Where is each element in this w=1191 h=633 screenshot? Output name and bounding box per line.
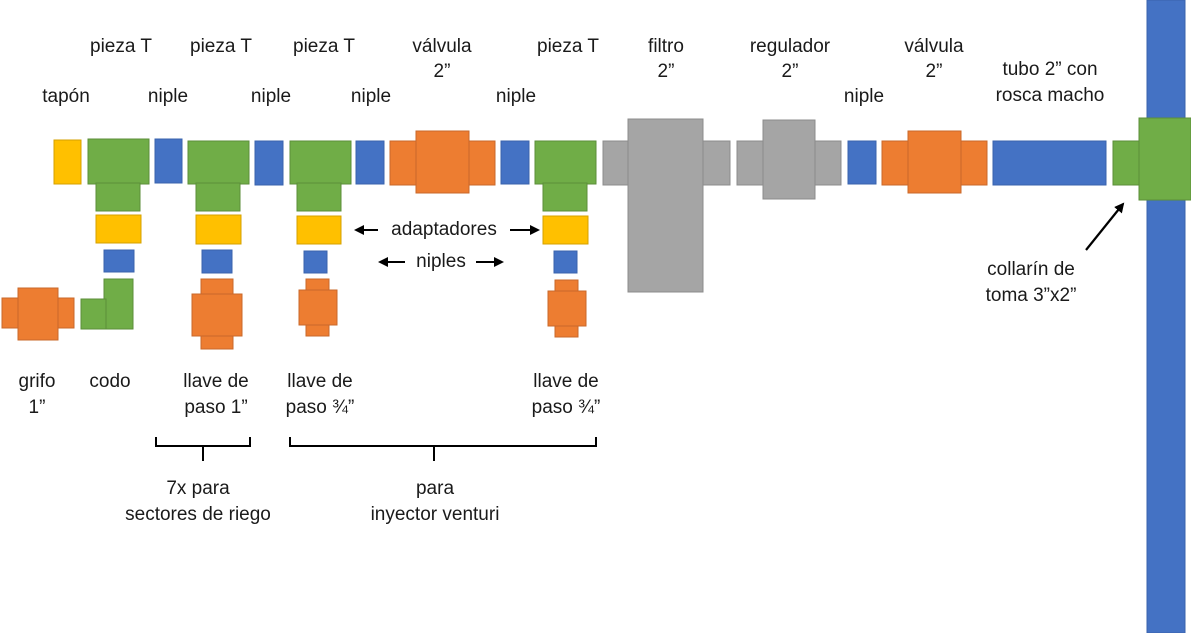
label-tapon: tapón bbox=[42, 86, 90, 107]
nipple-5 bbox=[847, 140, 877, 185]
label-pieza-t-4: pieza T bbox=[537, 36, 599, 57]
nipple-1 bbox=[154, 138, 183, 184]
threaded-pipe bbox=[992, 140, 1107, 186]
regulator-body bbox=[762, 119, 816, 200]
label-sectores-line1: 7x para bbox=[166, 478, 230, 499]
label-pieza-t-1: pieza T bbox=[90, 36, 152, 57]
collar-neck bbox=[1112, 140, 1142, 186]
nipple-2 bbox=[254, 140, 284, 186]
tapon-cap bbox=[53, 139, 82, 185]
label-valvula-1-line2: 2” bbox=[433, 61, 451, 82]
label-pieza-t-3: pieza T bbox=[293, 36, 355, 57]
gate-valve-1in-body bbox=[191, 293, 243, 337]
label-venturi-line1: para bbox=[415, 478, 455, 499]
label-llave-1-line1: llave de bbox=[183, 371, 249, 392]
label-llave-3-line1: llave de bbox=[533, 371, 599, 392]
adapter-2 bbox=[195, 214, 242, 245]
tee-3-top bbox=[289, 140, 352, 185]
filter-body bbox=[627, 118, 704, 293]
label-regulador-line2: 2” bbox=[781, 61, 799, 82]
elbow-vertical bbox=[103, 278, 134, 330]
bracket-venturi bbox=[289, 437, 597, 461]
label-codo: codo bbox=[89, 371, 131, 392]
nipple-branch-3 bbox=[303, 250, 328, 274]
label-niple-2: niple bbox=[250, 86, 292, 107]
label-collarin-line2: toma 3”x2” bbox=[985, 285, 1077, 306]
label-valvula-2-line2: 2” bbox=[925, 61, 943, 82]
label-valvula-1-line1: válvula bbox=[412, 36, 472, 57]
nipple-4 bbox=[500, 140, 530, 185]
tee-3-stem bbox=[296, 182, 342, 212]
tee-1-top bbox=[87, 138, 150, 185]
label-tubo-line1: tubo 2” con bbox=[1002, 59, 1098, 80]
faucet-body bbox=[17, 287, 59, 341]
tee-2-top bbox=[187, 140, 250, 185]
adapter-1 bbox=[95, 214, 142, 244]
label-niple-1: niple bbox=[147, 86, 189, 107]
label-llave-3-line2: paso ¾” bbox=[531, 397, 601, 418]
valve-2-body bbox=[907, 130, 962, 194]
faucet-right-nut bbox=[56, 297, 75, 329]
tee-4-stem bbox=[542, 182, 588, 212]
label-pieza-t-2: pieza T bbox=[190, 36, 252, 57]
label-filtro-line2: 2” bbox=[657, 61, 675, 82]
tee-2-stem bbox=[195, 182, 241, 212]
tee-4-top bbox=[534, 140, 597, 185]
label-tubo-line2: rosca macho bbox=[995, 85, 1105, 106]
gate-valve-34-a-body bbox=[298, 289, 338, 326]
label-sectores-line2: sectores de riego bbox=[125, 504, 271, 525]
nipple-3 bbox=[355, 140, 385, 185]
valve-1-body bbox=[415, 130, 470, 194]
label-adaptadores: adaptadores bbox=[391, 219, 497, 240]
tee-1-stem bbox=[95, 182, 141, 212]
label-grifo-line1: grifo bbox=[18, 371, 56, 392]
label-niple-4: niple bbox=[495, 86, 537, 107]
label-llave-1-line2: paso 1” bbox=[184, 397, 248, 418]
label-niple-3: niple bbox=[350, 86, 392, 107]
label-llave-2-line2: paso ¾” bbox=[285, 397, 355, 418]
bracket-sectores bbox=[155, 437, 251, 461]
label-collarin-line1: collarín de bbox=[987, 259, 1075, 280]
nipple-branch-4 bbox=[553, 250, 578, 274]
label-filtro-line1: filtro bbox=[648, 36, 684, 57]
gate-valve-34-b-body bbox=[547, 290, 587, 327]
elbow-horizontal bbox=[80, 298, 107, 330]
label-valvula-2-line1: válvula bbox=[904, 36, 964, 57]
adapter-4 bbox=[542, 215, 589, 245]
collar-clamp bbox=[1138, 117, 1191, 201]
nipple-branch-1 bbox=[103, 249, 135, 273]
nipple-branch-2 bbox=[201, 249, 233, 274]
label-grifo-line2: 1” bbox=[28, 397, 46, 418]
adapter-3 bbox=[296, 215, 342, 245]
main-supply-pipe bbox=[1146, 0, 1186, 633]
label-venturi-line2: inyector venturi bbox=[370, 504, 500, 525]
label-regulador-line1: regulador bbox=[749, 36, 831, 57]
label-niple-5: niple bbox=[843, 86, 885, 107]
collarin-arrow bbox=[1085, 202, 1125, 251]
label-llave-2-line1: llave de bbox=[287, 371, 353, 392]
faucet-left-nut bbox=[1, 297, 20, 329]
label-niples: niples bbox=[416, 251, 466, 272]
